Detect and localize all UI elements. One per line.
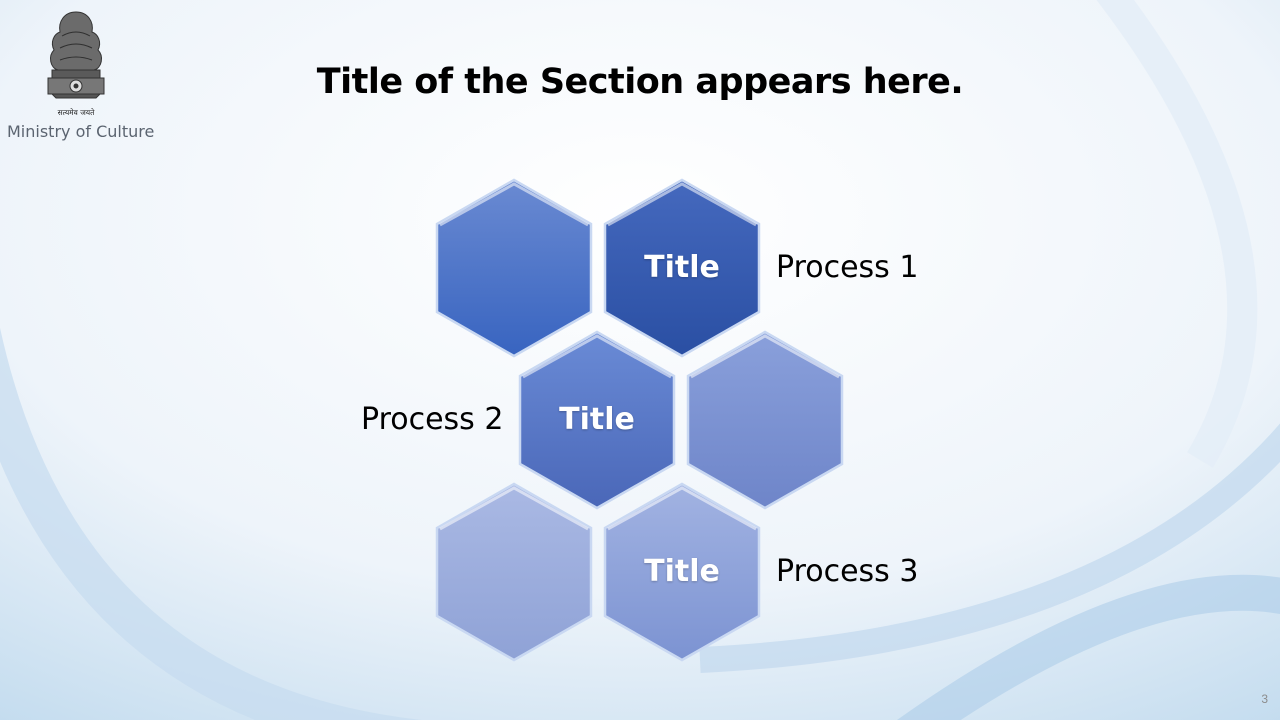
- process-caption-1: Process 1: [776, 250, 919, 285]
- hex-title-2: Title: [559, 402, 635, 437]
- ministry-label: Ministry of Culture: [7, 122, 155, 141]
- slide-title: Title of the Section appears here.: [316, 62, 964, 102]
- hexagon-top-left: [435, 178, 593, 358]
- page-number: 3: [1261, 692, 1268, 706]
- hexagon-bottom-left: [435, 482, 593, 662]
- hexagon-bottom-right-highlight: [607, 486, 757, 531]
- hexagon-middle-right-highlight: [690, 334, 840, 379]
- hexagon-middle-left: [518, 330, 676, 510]
- hexagon-top-left-highlight: [439, 182, 589, 227]
- hexagon-top-right-highlight: [607, 182, 757, 227]
- national-emblem-logo: सत्यमेव जयते: [47, 11, 105, 117]
- hexagon-top-right: [603, 178, 761, 358]
- emblem-motto: सत्यमेव जयते: [58, 108, 96, 117]
- hexagon-middle-right: [686, 330, 844, 510]
- hexagon-bottom-left-highlight: [439, 486, 589, 531]
- process-caption-3: Process 3: [776, 554, 919, 589]
- hexagon-middle-left-highlight: [522, 334, 672, 379]
- hexagon-bottom-right: [603, 482, 761, 662]
- process-caption-2: Process 2: [361, 402, 504, 437]
- hex-title-3: Title: [644, 554, 720, 589]
- hex-title-1: Title: [644, 250, 720, 285]
